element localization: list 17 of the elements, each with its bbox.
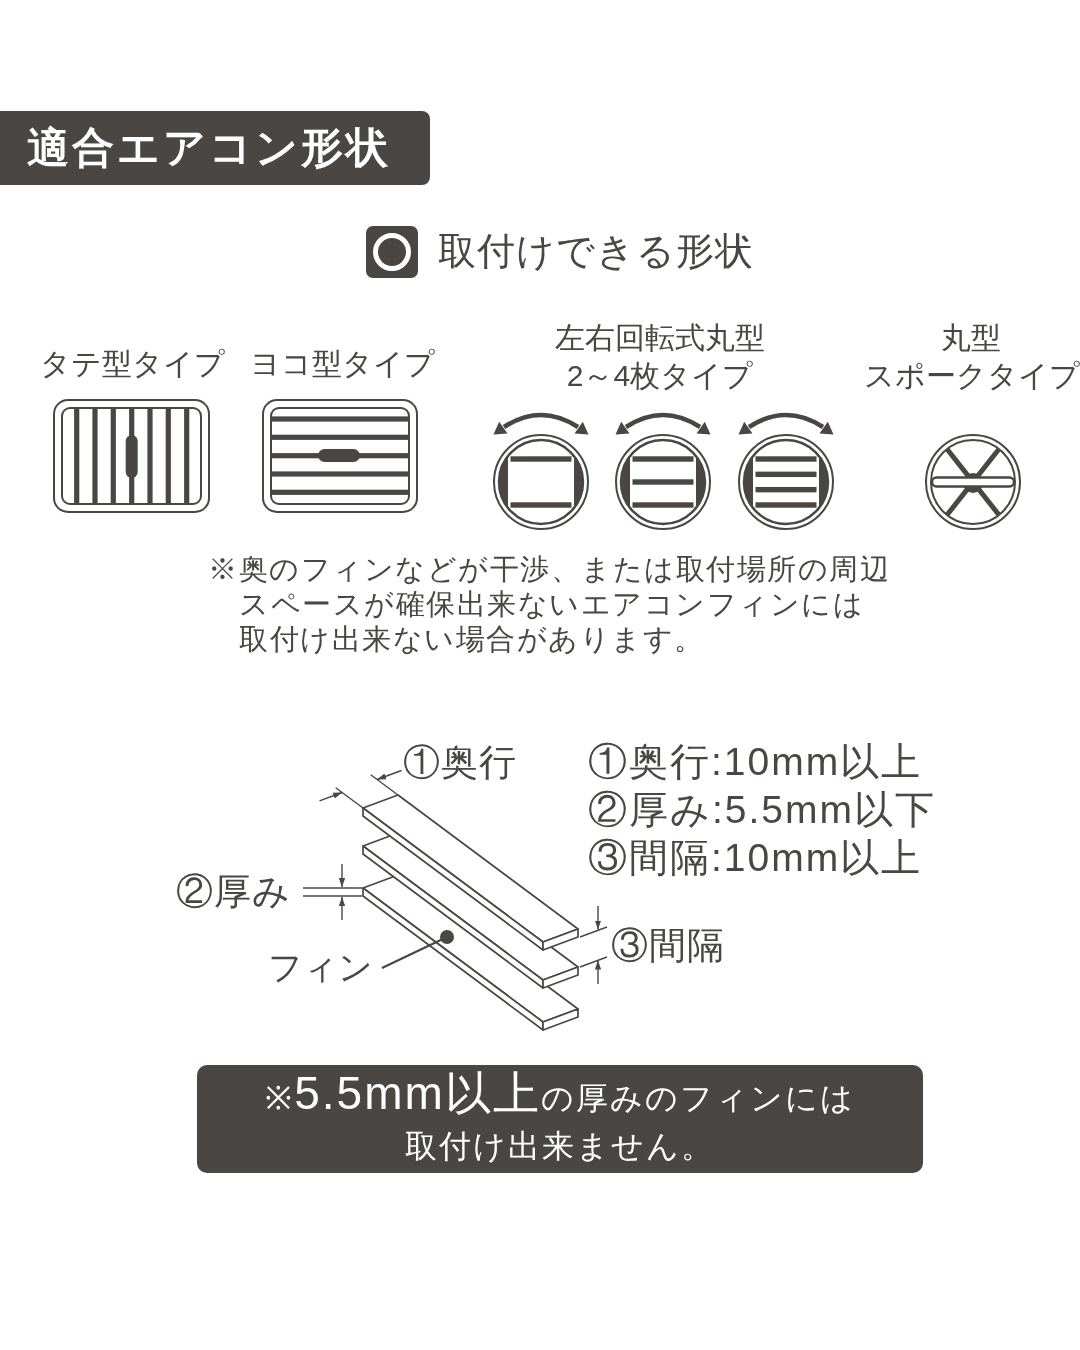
spec-text: ①奥行:10mm以上 — [588, 739, 923, 785]
vent-type-label: タテ型タイプ — [38, 346, 226, 382]
spec-text: ②厚み:5.5mm以下 — [588, 787, 937, 833]
dimension-label: ②厚み — [176, 870, 291, 914]
spec-text: ③間隔:10mm以上 — [588, 835, 923, 881]
dimension-label: ①奥行 — [403, 741, 517, 785]
dimension-label: ③間隔 — [611, 924, 725, 968]
subheading: 取付けできる形状 — [438, 229, 754, 274]
notice-box — [197, 1065, 923, 1173]
vent-type-label: ヨコ型タイプ — [248, 346, 436, 382]
title: 適合エアコン形状 — [27, 123, 391, 173]
leader-line — [381, 930, 454, 969]
vent-type-label: 丸型スポークタイプ — [864, 320, 1078, 394]
note-text: ※奥のフィンなどが干渉、または取付場所の周辺スペースが確保出来ないエアコンフィンには取付け出来ない場合があります。 — [208, 552, 890, 657]
part-label: フィン — [268, 945, 382, 989]
vent-type-label: 左右回転式丸型2～4枚タイプ — [554, 320, 766, 394]
notice-text: ※5.5mm以上の厚みのフィンには取付け出来ません。 — [265, 1068, 855, 1166]
